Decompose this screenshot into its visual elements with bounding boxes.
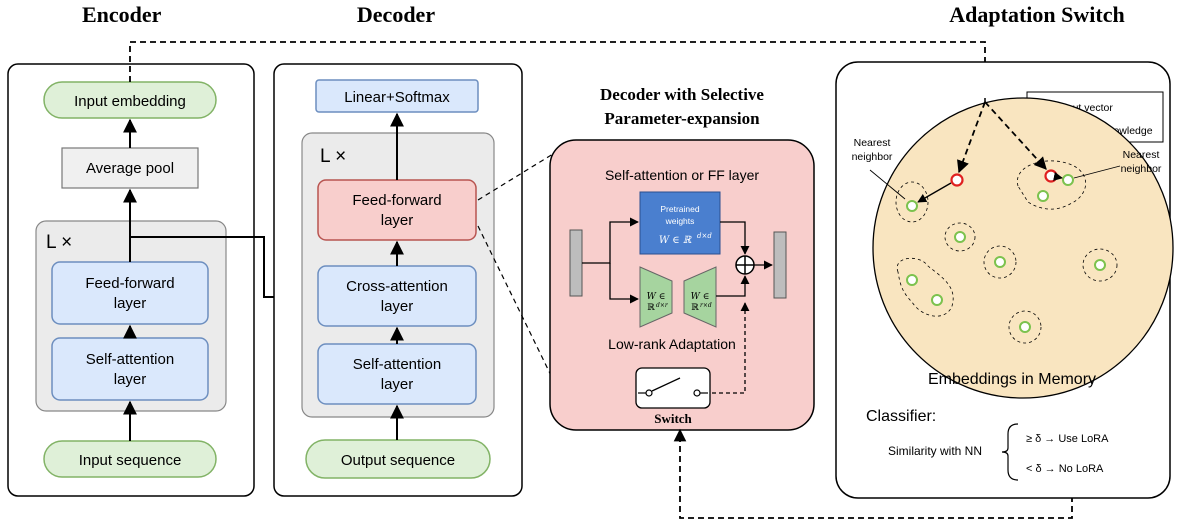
arrow-input-pretrained — [582, 217, 639, 264]
knowledge-point — [931, 294, 943, 306]
lora-a-sup: d×r — [656, 302, 669, 309]
lora-b-sup: r×d — [700, 302, 712, 309]
cluster-center — [944, 222, 976, 252]
classifier-brace — [1001, 423, 1019, 481]
rule-use-lora: ≥ δ → Use LoRA — [1026, 433, 1109, 445]
classifier-label: Classifier: — [866, 408, 936, 425]
switch-label: Switch — [654, 411, 692, 426]
output-vector-bar — [773, 231, 787, 299]
selective-layer-label: Self-attention or FF layer — [605, 167, 759, 183]
pretrained-label-2: weights — [665, 216, 695, 226]
encoder-repeat-label: L × — [46, 232, 72, 253]
encoder-average-pool-box — [61, 147, 199, 189]
arrow-input-lora — [609, 263, 639, 304]
nearest-left-2: neighbor — [852, 151, 893, 163]
dashed-arrow-to-left-input — [957, 101, 986, 174]
decoder-linear-softmax-box — [315, 79, 479, 113]
cluster-right — [1082, 248, 1118, 282]
cluster-mid — [983, 245, 1017, 279]
knowledge-point — [906, 274, 918, 286]
decoder-ca-box — [317, 265, 477, 327]
lora-a-block — [639, 266, 673, 328]
lora-a-math-2: ℝ — [647, 303, 655, 313]
decoder-output-sequence-label: Output sequence — [341, 452, 455, 469]
switch-contact-right — [693, 389, 701, 397]
encoder-ff-label-1: Feed-forward — [85, 275, 174, 292]
encoder-average-pool-label: Average pool — [86, 160, 174, 177]
encoder-ff-label-2: layer — [114, 295, 147, 312]
input-vector-point-right — [1044, 169, 1058, 183]
decoder-title: Decoder — [357, 2, 435, 27]
nearest-right-1: Nearest — [1123, 149, 1160, 161]
cluster-bottom — [1008, 310, 1042, 344]
nn-pointer-right — [1073, 165, 1121, 179]
cluster-left — [895, 181, 929, 223]
memory-label: Embeddings in Memory — [928, 371, 1096, 388]
decoder-ca-label-1: Cross-attention — [346, 278, 448, 295]
lora-label: Low-rank Adaptation — [608, 336, 736, 352]
switch-contact-left — [645, 389, 653, 397]
encoder-sa-box — [51, 337, 209, 401]
pretrained-math-sup: d×d — [697, 232, 712, 240]
encoder-input-sequence-label: Input sequence — [79, 452, 182, 469]
decoder-ff-label-1: Feed-forward — [352, 192, 441, 209]
arrow-pretrained-sum — [720, 221, 750, 255]
knowledge-point — [994, 256, 1006, 268]
encoder-title: Encoder — [82, 2, 162, 27]
classifier-to-switch-dashed — [673, 428, 1073, 519]
pretrained-label-1: Pretrained — [660, 204, 699, 214]
memory-circle — [872, 97, 1174, 399]
decoder-sa-box — [317, 343, 477, 405]
nearest-right-2: neighbor — [1121, 163, 1162, 175]
nn-arrow-left — [917, 182, 952, 203]
input-vector-bar — [569, 229, 583, 297]
knowledge-point — [1019, 321, 1031, 333]
lora-b-block — [683, 266, 717, 328]
pretrained-weights-box — [639, 191, 721, 255]
lora-b-math-2: ℝ — [691, 303, 699, 313]
decoder-ff-label-2: layer — [381, 212, 414, 229]
rule-no-lora: < δ → No LoRA — [1026, 463, 1104, 475]
encoder-ff-box — [51, 261, 209, 325]
adaptation-title: Adaptation Switch — [949, 2, 1124, 27]
knowledge-point — [1062, 174, 1074, 186]
knowledge-point — [906, 200, 918, 212]
knowledge-point — [1037, 190, 1049, 202]
decoder-repeat-label: L × — [320, 146, 346, 167]
cluster-lower-left — [896, 258, 954, 317]
decoder-linear-softmax-label: Linear+Softmax — [344, 89, 450, 106]
selective-title-2: Parameter-expansion — [604, 109, 760, 128]
lora-b-math-1: W ∈ — [691, 292, 710, 302]
input-vector-point-left — [950, 173, 964, 187]
pretrained-math: W ∈ ℝ — [659, 235, 692, 246]
encoder-sa-label-1: Self-attention — [86, 351, 174, 368]
similarity-label: Similarity with NN — [888, 444, 982, 458]
decoder-sa-label-2: layer — [381, 376, 414, 393]
dashed-arrow-to-right-input — [984, 101, 1047, 170]
nearest-left-1: Nearest — [854, 137, 891, 149]
lora-a-math-1: W ∈ — [647, 292, 666, 302]
knowledge-point — [954, 231, 966, 243]
encoder-sa-label-2: layer — [114, 371, 147, 388]
decoder-sa-label-1: Self-attention — [353, 356, 441, 373]
switch-box — [635, 367, 711, 409]
decoder-ca-label-2: layer — [381, 298, 414, 315]
knowledge-point — [1094, 259, 1106, 271]
nn-pointer-left — [869, 169, 906, 200]
cluster-top-right — [1017, 160, 1086, 210]
arrow-lora-sum — [716, 275, 750, 297]
nn-arrow-right — [1053, 171, 1063, 181]
decoder-ff-box — [317, 179, 477, 241]
encoder-input-embedding-label: Input embedding — [74, 93, 186, 110]
switch-to-lora-dashed — [712, 302, 750, 394]
switch-lever-icon — [651, 377, 681, 392]
selective-title-1: Decoder with Selective — [600, 85, 764, 104]
